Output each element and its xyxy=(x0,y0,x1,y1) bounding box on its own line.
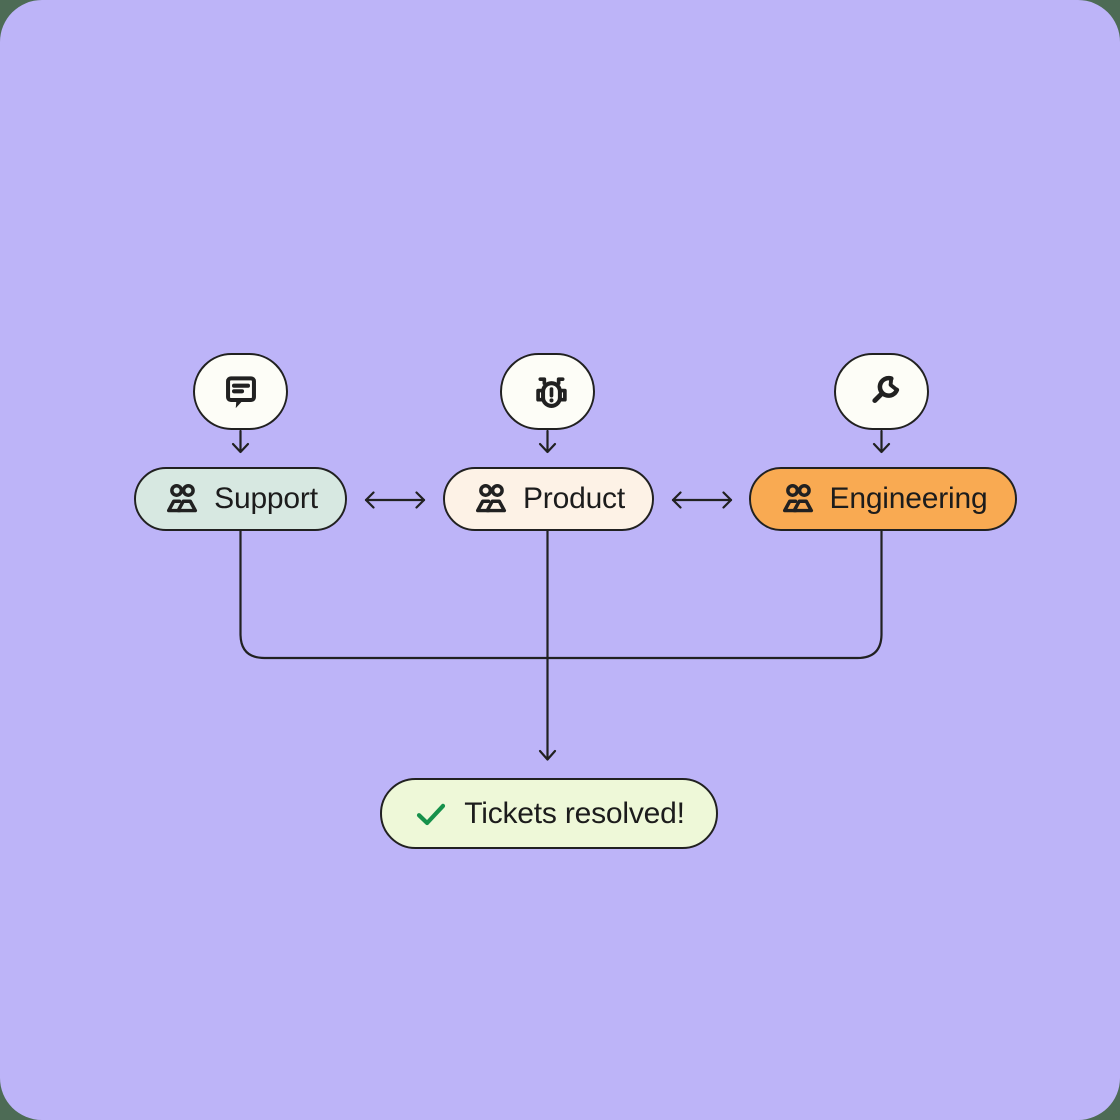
node-support: Support xyxy=(134,467,347,531)
users-icon xyxy=(475,483,507,513)
arrow-product-engineering-right-head xyxy=(722,491,733,509)
node-product-label: Product xyxy=(523,482,625,515)
arrow-support-product-right-head xyxy=(415,491,426,509)
users-icon xyxy=(167,483,198,513)
chat-badge xyxy=(193,353,288,430)
arrow-support-product-left-head xyxy=(364,491,375,509)
arrow-to-result-head xyxy=(538,749,557,761)
arrow-bug-to-product-head xyxy=(538,442,557,454)
node-product: Product xyxy=(443,467,654,531)
node-engineering-label: Engineering xyxy=(829,482,988,515)
wrench-badge xyxy=(834,353,929,430)
node-tickets-resolved-label: Tickets resolved! xyxy=(464,796,685,830)
wrench-icon xyxy=(871,375,899,403)
check-icon xyxy=(417,803,446,825)
users-icon xyxy=(782,483,813,513)
arrow-chat-to-support-head xyxy=(231,442,250,454)
bug-badge xyxy=(500,353,595,430)
bug-icon xyxy=(535,376,567,408)
arrow-product-engineering-left-head xyxy=(671,491,682,509)
arrow-wrench-to-engineering-head xyxy=(872,442,891,454)
chat-icon xyxy=(225,375,256,408)
node-engineering: Engineering xyxy=(749,467,1017,531)
node-tickets-resolved: Tickets resolved! xyxy=(380,778,718,849)
merge-rail xyxy=(239,529,883,660)
node-support-label: Support xyxy=(214,482,318,515)
